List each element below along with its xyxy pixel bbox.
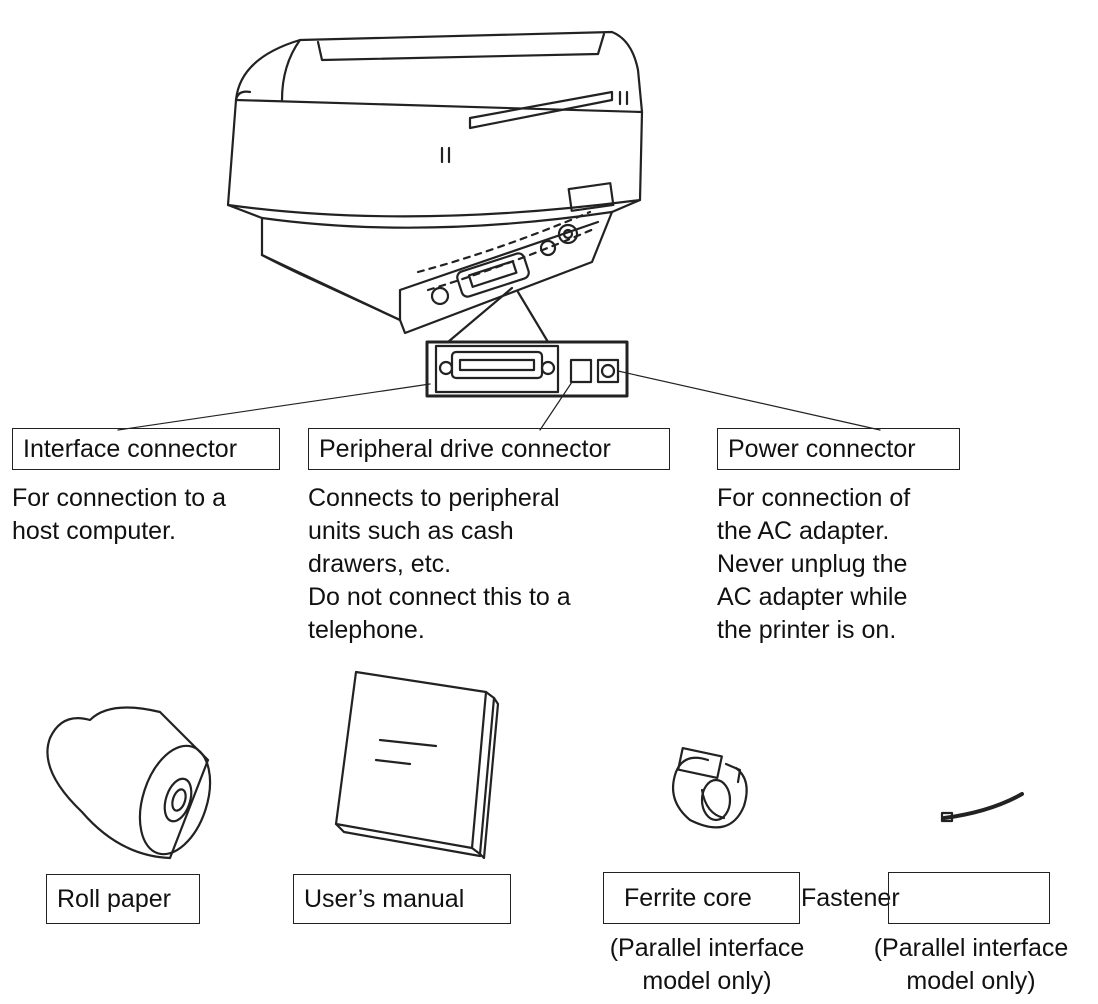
printer-illustration	[226, 30, 644, 344]
power-connector-label: Power connector	[717, 428, 960, 470]
users-manual-label: User’s manual	[293, 874, 511, 924]
roll-paper-label: Roll paper	[46, 874, 200, 924]
fastener-illustration	[940, 792, 1024, 823]
ferrite-core-illustration	[672, 746, 748, 829]
interface-connector-label: Interface connector	[12, 428, 280, 470]
connector-callout	[425, 340, 629, 398]
fastener-label: Fastener	[801, 883, 900, 912]
ferrite-core-note: (Parallel interface model only)	[609, 934, 805, 995]
leader-lines	[117, 370, 881, 431]
interface-connector-description: For connection to a host computer.	[12, 484, 227, 545]
roll-paper-illustration	[46, 706, 212, 860]
peripheral-drive-connector-label: Peripheral drive connector	[308, 428, 670, 470]
fastener-note: (Parallel interface model only)	[873, 934, 1069, 995]
power-connector-description: For connection of the AC adapter. Never …	[717, 484, 911, 644]
fastener-label-box	[888, 872, 1050, 924]
manual-illustration	[334, 670, 500, 860]
ferrite-core-label: Ferrite core	[603, 872, 800, 924]
peripheral-drive-connector-description: Connects to peripheral units such as cas…	[308, 484, 571, 644]
